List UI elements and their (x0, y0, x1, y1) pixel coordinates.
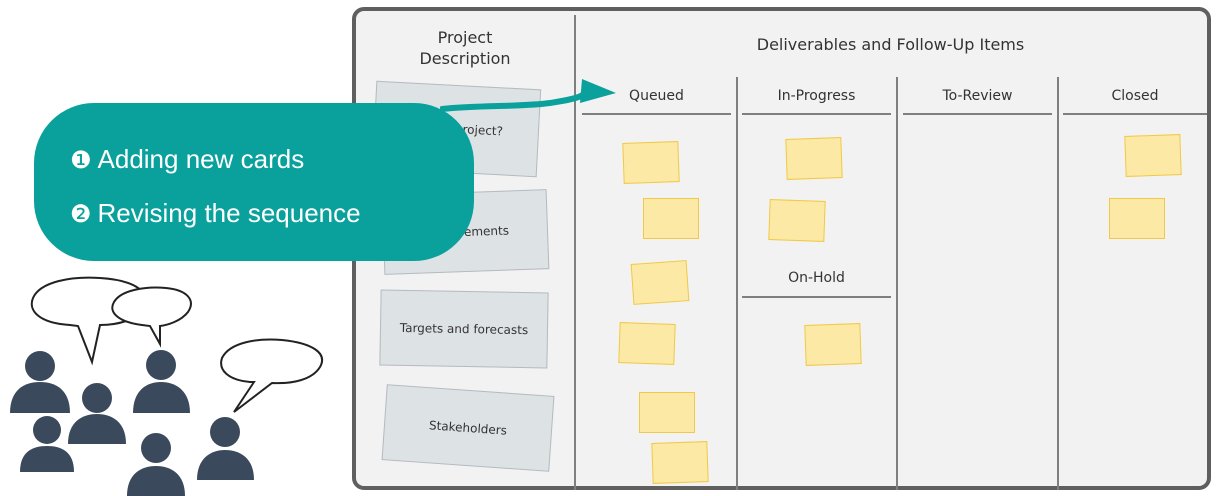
sticky-note[interactable] (630, 260, 690, 305)
sticky-note[interactable] (1109, 198, 1165, 239)
sticky-note[interactable] (643, 198, 699, 239)
sticky-note[interactable] (622, 141, 680, 184)
step-text: Adding new cards (97, 144, 305, 174)
step-text: Revising the sequence (97, 198, 361, 228)
sticky-note[interactable] (1124, 134, 1182, 177)
sticky-note[interactable] (651, 441, 709, 484)
description-card[interactable]: Stakeholders (381, 384, 555, 472)
step-number: ❶ (70, 146, 92, 174)
person-icon (68, 383, 126, 444)
speech-bubble-icon (111, 286, 192, 348)
sticky-note[interactable] (639, 392, 695, 433)
column-title-in-progress: In-Progress (777, 88, 856, 104)
column-divider (896, 77, 898, 490)
on-hold-underline (742, 296, 891, 298)
arrow-icon (440, 79, 616, 112)
team-illustration (10, 276, 323, 496)
project-description-title: Project Description (419, 28, 511, 68)
column-title-queued: Queued (629, 88, 684, 104)
sticky-note[interactable] (768, 199, 826, 242)
sticky-note[interactable] (785, 137, 843, 180)
column-divider (1057, 77, 1059, 490)
person-icon (133, 350, 190, 413)
section-divider (574, 15, 576, 490)
column-underline (582, 113, 731, 115)
column-underline (742, 113, 891, 115)
description-card-label: Targets and forecasts (399, 320, 529, 338)
step-number: ❷ (70, 200, 92, 228)
sticky-note[interactable] (618, 322, 676, 365)
column-title-to-review: To-Review (942, 88, 1013, 104)
column-underline (903, 113, 1052, 115)
person-icon (127, 433, 185, 496)
steps-callout (34, 103, 474, 261)
description-card-label: Stakeholders (428, 418, 508, 438)
description-card[interactable]: Targets and forecasts (379, 289, 549, 369)
column-divider (736, 77, 738, 490)
column-underline (1063, 113, 1207, 115)
column-title-on-hold: On-Hold (788, 270, 845, 286)
deliverables-title: Deliverables and Follow-Up Items (756, 35, 1025, 54)
speech-bubble-icon (220, 338, 323, 413)
person-icon (10, 351, 70, 413)
person-icon (20, 416, 74, 472)
person-icon (197, 417, 254, 480)
sticky-note[interactable] (804, 323, 862, 366)
column-title-closed: Closed (1111, 88, 1159, 104)
